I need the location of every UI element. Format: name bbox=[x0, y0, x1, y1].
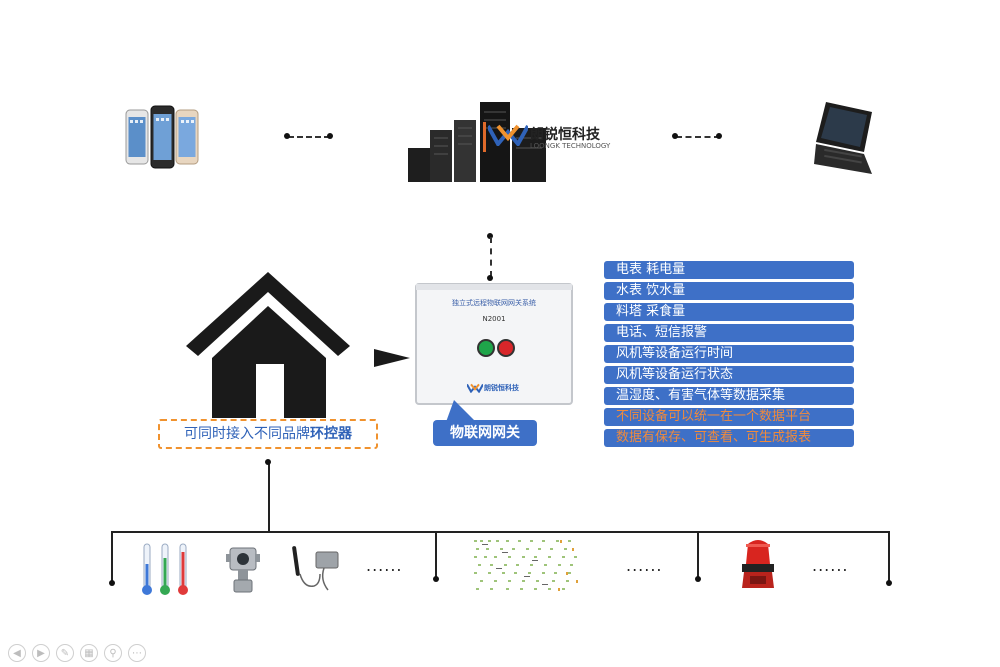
link-end-dot bbox=[265, 459, 271, 465]
brand-note-emphasis: 环控器 bbox=[310, 426, 352, 442]
link-end-dot bbox=[327, 133, 333, 139]
bus-drop bbox=[697, 531, 699, 579]
link-end-dot bbox=[109, 580, 115, 586]
gateway-box-model: N2001 bbox=[482, 315, 506, 323]
gas-detector-icon bbox=[226, 547, 260, 593]
prev-slide-icon[interactable]: ◀ bbox=[8, 644, 26, 662]
gateway-box-logo-icon bbox=[467, 383, 483, 393]
bus-drop bbox=[888, 531, 890, 583]
feature-item: 数据有保存、可查看、可生成报表 bbox=[604, 429, 854, 447]
link-servers-laptop bbox=[676, 136, 720, 138]
more-devices-ellipsis: ...... bbox=[626, 556, 663, 575]
link-end-dot bbox=[487, 233, 493, 239]
feature-item: 风机等设备运行状态 bbox=[604, 366, 854, 384]
more-devices-ellipsis: ...... bbox=[366, 556, 403, 575]
bus-line bbox=[111, 531, 890, 533]
brand-logo-icon bbox=[488, 124, 528, 146]
zoom-icon[interactable]: ⚲ bbox=[104, 644, 122, 662]
slides-grid-icon[interactable]: ▦ bbox=[80, 644, 98, 662]
feature-item: 风机等设备运行时间 bbox=[604, 345, 854, 363]
alarm-siren-icon bbox=[742, 540, 774, 588]
bus-drop bbox=[435, 531, 437, 579]
next-slide-icon[interactable]: ▶ bbox=[32, 644, 50, 662]
feature-list: 电表 耗电量 水表 饮水量 料塔 采食量 电话、短信报警 风机等设备运行时间 风… bbox=[604, 261, 854, 450]
gateway-box-brand: 朗锐恒科技 bbox=[484, 384, 519, 392]
gateway-label: 物联网网关 bbox=[433, 420, 537, 446]
thermometer-icon bbox=[142, 543, 188, 595]
server-rack-icon bbox=[408, 102, 546, 182]
brand-note-box: 可同时接入不同品牌环控器 bbox=[158, 419, 378, 449]
brand-logo-name: 朗锐恒科技 bbox=[530, 127, 600, 143]
link-servers-gateway bbox=[490, 237, 492, 277]
bus-trunk bbox=[268, 462, 270, 532]
pen-icon[interactable]: ✎ bbox=[56, 644, 74, 662]
brand-logo-sub: LOONGK TECHNOLOGY bbox=[530, 142, 611, 150]
link-end-dot bbox=[487, 275, 493, 281]
feature-item: 电话、短信报警 bbox=[604, 324, 854, 342]
feature-item: 不同设备可以统一在一个数据平台 bbox=[604, 408, 854, 426]
temperature-sensor-icon bbox=[292, 546, 339, 591]
gateway-box bbox=[415, 283, 573, 405]
link-end-dot bbox=[886, 580, 892, 586]
link-end-dot bbox=[716, 133, 722, 139]
arrow-right-icon bbox=[374, 349, 410, 367]
more-options-icon[interactable]: ⋯ bbox=[128, 644, 146, 662]
feature-item: 温湿度、有害气体等数据采集 bbox=[604, 387, 854, 405]
laptop-icon bbox=[814, 102, 872, 174]
link-end-dot bbox=[672, 133, 678, 139]
house-icon bbox=[186, 272, 350, 418]
feature-item: 水表 饮水量 bbox=[604, 282, 854, 300]
brand-note-prefix: 可同时接入不同品牌 bbox=[184, 426, 310, 442]
slide-nav-bar: ◀ ▶ ✎ ▦ ⚲ ⋯ bbox=[8, 644, 146, 662]
smartphones-icon bbox=[125, 105, 199, 169]
feature-item: 料塔 采食量 bbox=[604, 303, 854, 321]
feature-item: 电表 耗电量 bbox=[604, 261, 854, 279]
link-end-dot bbox=[284, 133, 290, 139]
link-phones-servers bbox=[288, 136, 330, 138]
gateway-label-tail bbox=[446, 400, 476, 422]
bus-drop bbox=[111, 531, 113, 583]
more-devices-ellipsis: ...... bbox=[812, 556, 849, 575]
controller-panel-icon bbox=[474, 540, 578, 591]
link-end-dot bbox=[433, 576, 439, 582]
gateway-box-title: 独立式远程物联网网关系统 bbox=[452, 299, 536, 307]
link-end-dot bbox=[695, 576, 701, 582]
